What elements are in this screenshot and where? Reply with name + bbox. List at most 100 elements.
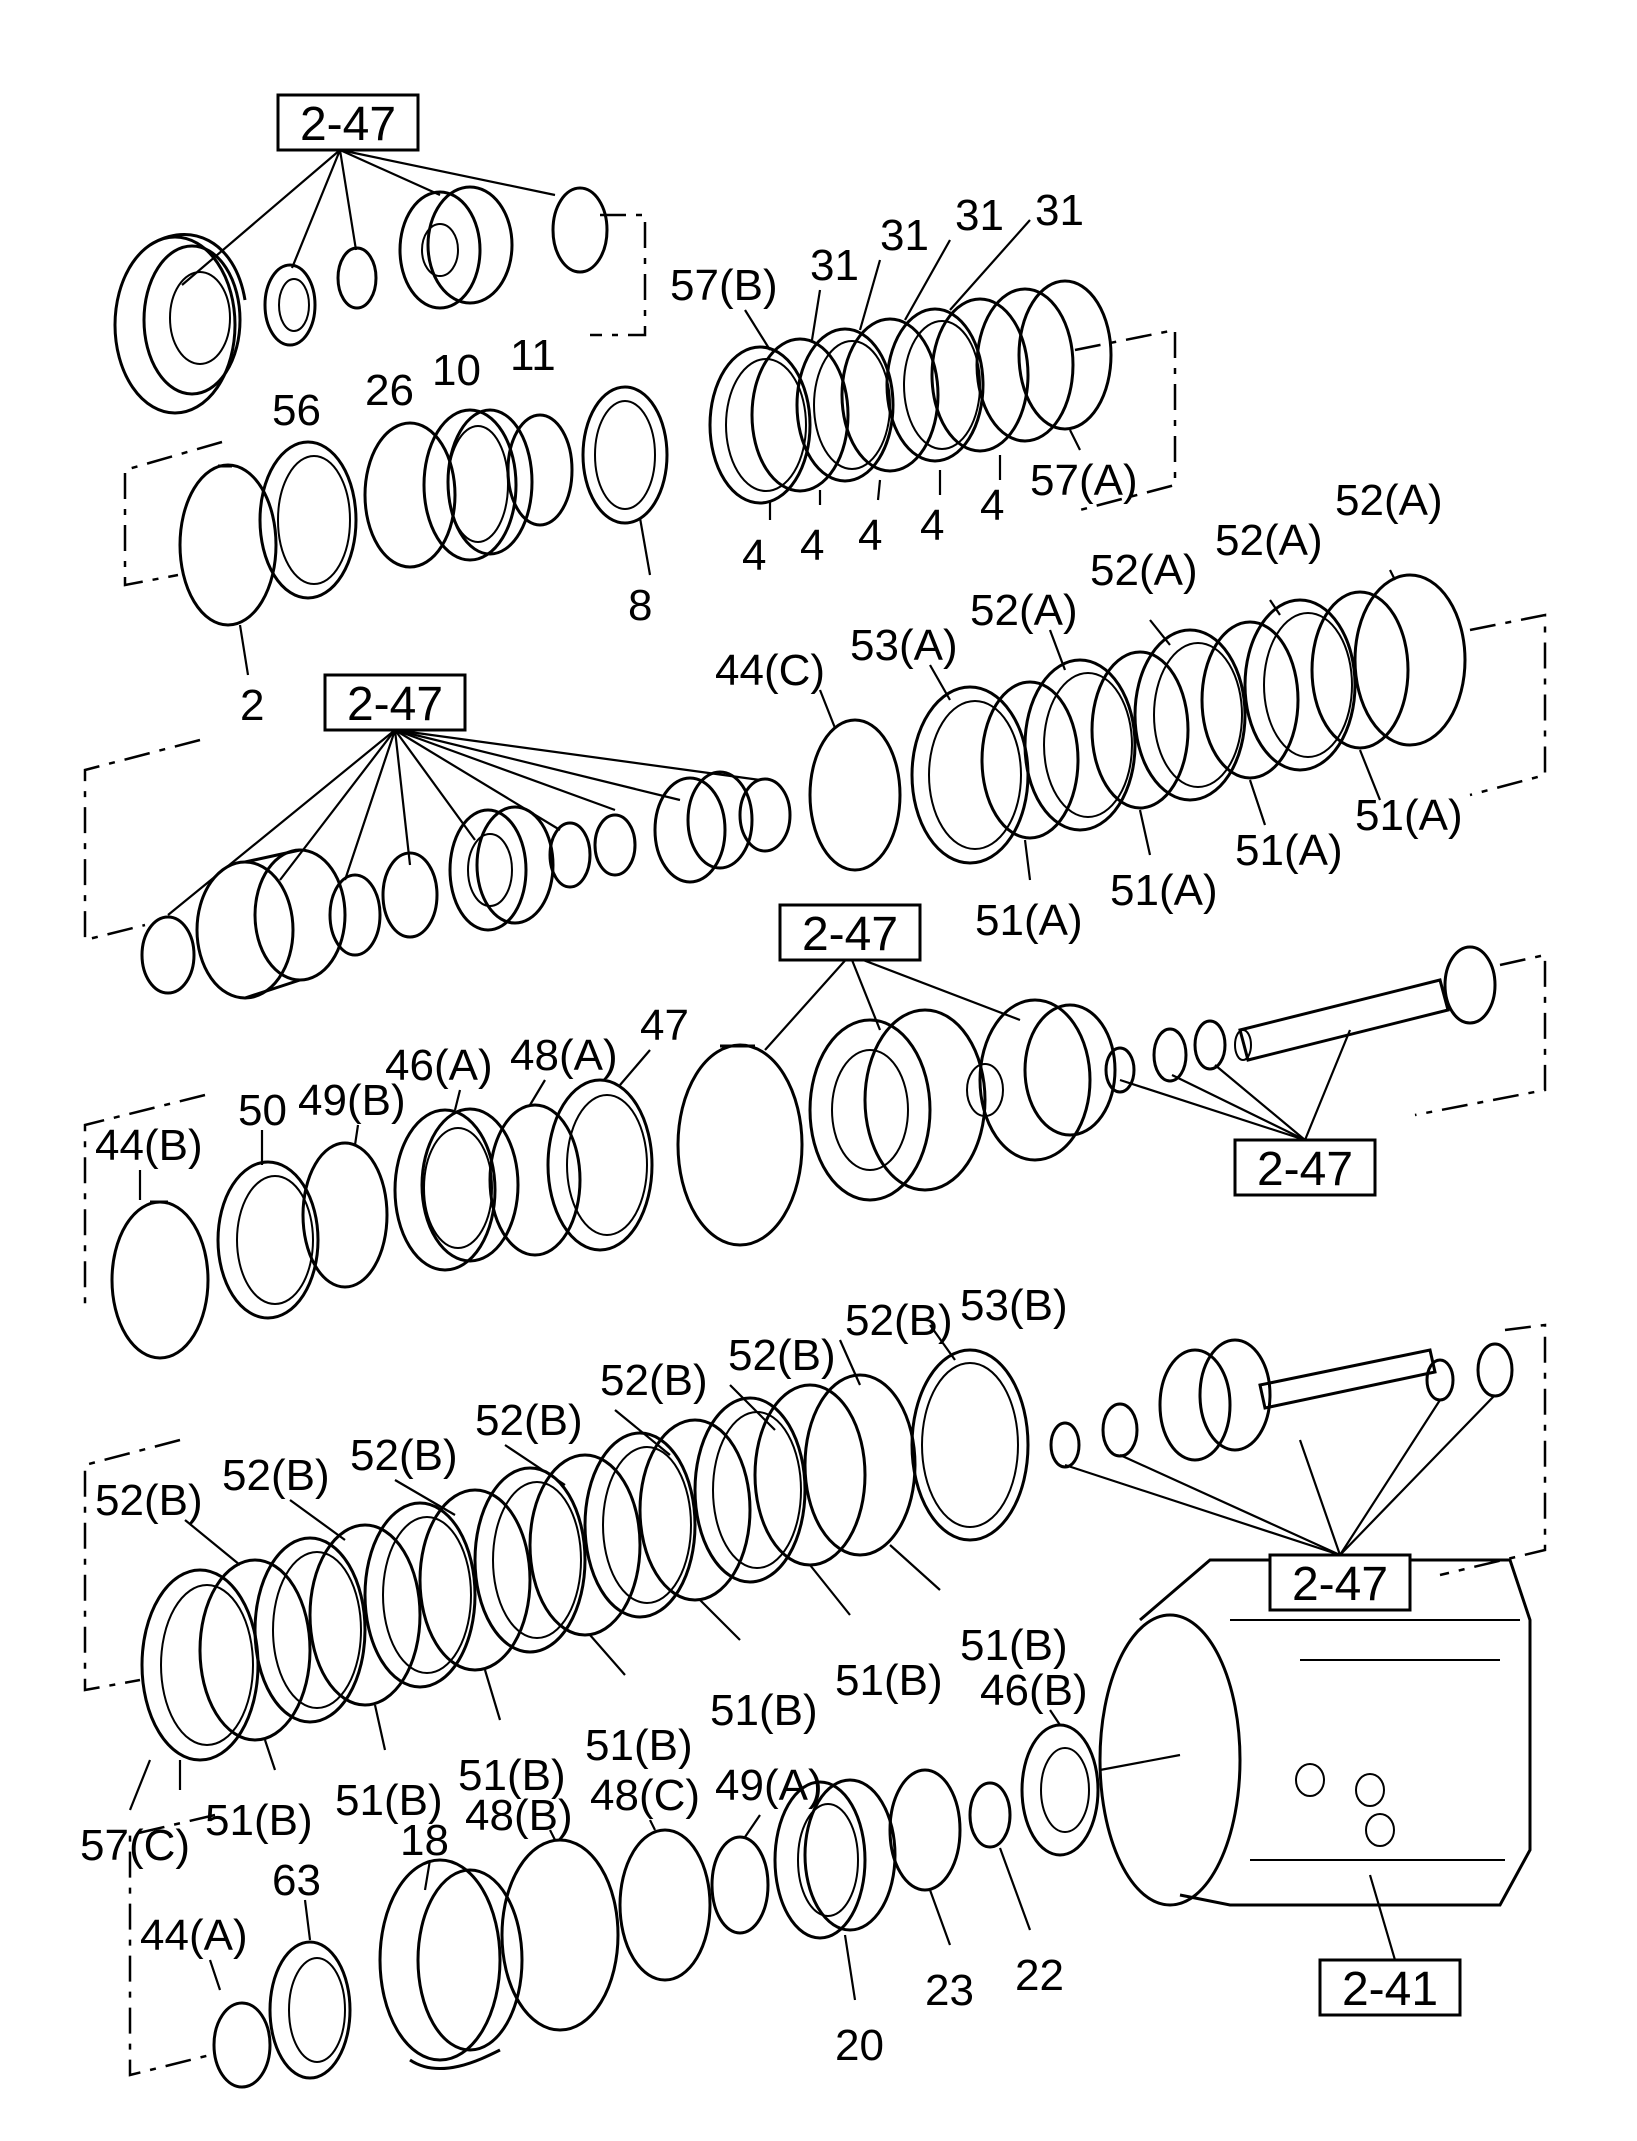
- input-shaft-part: [1234, 945, 1497, 1062]
- washer-b-row3: [1152, 1027, 1188, 1083]
- spring-retainer-8-part: [581, 385, 669, 525]
- sun-gear-drum-part: [195, 848, 347, 1000]
- label-50: 50: [238, 1086, 287, 1135]
- reference-box-2-47-top[interactable]: 2-47: [276, 93, 420, 152]
- seal-22-part: [968, 1781, 1012, 1849]
- washer-b-row2: [593, 813, 637, 877]
- label-46A: 46(A): [385, 1041, 493, 1090]
- label-44C: 44(C): [715, 646, 825, 695]
- planet-carrier-part: [398, 185, 514, 310]
- reference-box-2-47-row2[interactable]: 2-47: [323, 673, 467, 732]
- reference-box-2-47-row3-left[interactable]: 2-47: [778, 903, 922, 962]
- label-57A: 57(A): [1030, 456, 1138, 505]
- label-52A-d: 52(A): [1335, 476, 1443, 525]
- seal-49A-part: [710, 1835, 770, 1935]
- seal-11-part: [506, 413, 574, 527]
- thrust-washer-part: [336, 246, 378, 310]
- reference-box-2-47-row3-right[interactable]: 2-47: [1233, 1138, 1377, 1197]
- washer-a-row3: [1104, 1046, 1136, 1094]
- label-51B-a: 51(B): [205, 1796, 313, 1845]
- label-4-a: 4: [742, 531, 766, 580]
- label-48B: 48(B): [465, 1791, 573, 1840]
- washer-r1-row4: [1425, 1358, 1455, 1402]
- thrust-bearing-part: [551, 186, 609, 274]
- svg-text:2-41: 2-41: [1342, 1963, 1438, 2016]
- label-52B-d: 52(B): [475, 1396, 583, 1445]
- label-57B-top: 57(B): [670, 261, 778, 310]
- label-23: 23: [925, 1966, 974, 2015]
- row-3-assembly: 44(B) 50 49(B) 46(A) 48(A) 47: [83, 945, 1547, 1360]
- bearing-46B-part: [1020, 1723, 1100, 1857]
- label-4-c: 4: [858, 511, 882, 560]
- snap-ring-44C-part: [808, 718, 902, 872]
- bearing-row4: [1101, 1402, 1139, 1458]
- label-4-d: 4: [920, 501, 944, 550]
- row-2-assembly: 44(C) 53(A) 52(A) 52(A) 52(A) 52(A) 51(A…: [83, 476, 1547, 1000]
- drum-18-part: [378, 1858, 524, 2070]
- roller-row2: [738, 777, 792, 853]
- label-8: 8: [628, 581, 652, 630]
- label-49B: 49(B): [298, 1076, 406, 1125]
- one-way-clutch-63-part: [268, 1940, 352, 2080]
- reference-box-2-41[interactable]: 2-41: [1318, 1958, 1462, 2017]
- label-51A-a: 51(A): [975, 896, 1083, 945]
- snap-ring-44B-part: [110, 1200, 210, 1360]
- snap-ring-row3-part: [676, 1043, 804, 1247]
- label-51B-f: 51(B): [835, 1656, 943, 1705]
- label-52B-c: 52(B): [350, 1431, 458, 1480]
- label-51B-e: 51(B): [710, 1686, 818, 1735]
- label-22: 22: [1015, 1951, 1064, 2000]
- row-4-assembly: 52(B) 52(B) 52(B) 52(B) 52(B) 52(B) 52(B…: [80, 1281, 1547, 1870]
- ring-56-part: [258, 440, 358, 600]
- washer-row4: [1049, 1421, 1081, 1469]
- piston-10-part: [422, 408, 518, 562]
- seal-26-part: [363, 421, 457, 569]
- reference-box-2-47-row4[interactable]: 2-47: [1268, 1553, 1412, 1612]
- label-53B: 53(B): [960, 1281, 1068, 1330]
- label-53A: 53(A): [850, 621, 958, 670]
- label-51A-c: 51(A): [1235, 826, 1343, 875]
- row-1-labels: 57(B) 31 31 31 31 56 26 10 11 4 4 4 4 4 …: [240, 186, 1138, 730]
- label-18: 18: [400, 1816, 449, 1865]
- label-63: 63: [272, 1856, 321, 1905]
- row-1-assembly: 57(B) 31 31 31 31 56 26 10 11 4 4 4 4 4 …: [113, 148, 1177, 730]
- label-49A: 49(A): [715, 1761, 823, 1810]
- label-52B-g: 52(B): [845, 1296, 953, 1345]
- bushing-part: [263, 263, 317, 347]
- label-52B-e: 52(B): [600, 1356, 708, 1405]
- label-11: 11: [510, 331, 556, 380]
- ring-gear-part: [113, 233, 247, 415]
- row-2-labels: 44(C) 53(A) 52(A) 52(A) 52(A) 52(A) 51(A…: [715, 476, 1463, 945]
- bearing-r2-row4: [1476, 1342, 1514, 1398]
- label-51B-d: 51(B): [585, 1721, 693, 1770]
- label-47: 47: [640, 1001, 689, 1050]
- thrust-washer-row2: [140, 915, 196, 995]
- seal-49B-part: [301, 1141, 389, 1289]
- plate-47-part: [546, 1078, 654, 1252]
- label-2: 2: [240, 681, 264, 730]
- seal-23-part: [888, 1768, 962, 1892]
- label-51B-c: 51(B): [458, 1751, 566, 1800]
- row-3-labels: 44(B) 50 49(B) 46(A) 48(A) 47: [95, 1001, 689, 1170]
- label-51A-b: 51(A): [1110, 866, 1218, 915]
- label-10: 10: [432, 346, 481, 395]
- label-20: 20: [835, 2021, 884, 2070]
- label-52B-a: 52(B): [95, 1476, 203, 1525]
- hub-row2-part: [448, 805, 555, 932]
- output-hub-part: [1158, 1338, 1437, 1462]
- label-51B-g: 51(B): [960, 1621, 1068, 1670]
- bushing-row2: [328, 873, 382, 957]
- input-drum-part: [966, 998, 1117, 1162]
- label-51B-b: 51(B): [335, 1776, 443, 1825]
- label-57C: 57(C): [80, 1821, 190, 1870]
- spring-50-part: [216, 1160, 320, 1320]
- label-31-b: 31: [880, 211, 929, 260]
- label-31-a: 31: [810, 241, 859, 290]
- label-52A-c: 52(A): [1215, 516, 1323, 565]
- label-51A-d: 51(A): [1355, 791, 1463, 840]
- washer-c-row3: [1193, 1019, 1227, 1071]
- clutch-drum-row3-part: [808, 1008, 987, 1202]
- label-52A-b: 52(A): [1090, 546, 1198, 595]
- row-5-labels: 44(A) 63 18 48(B) 48(C) 49(A) 46(B) 20 2…: [140, 1666, 1088, 2070]
